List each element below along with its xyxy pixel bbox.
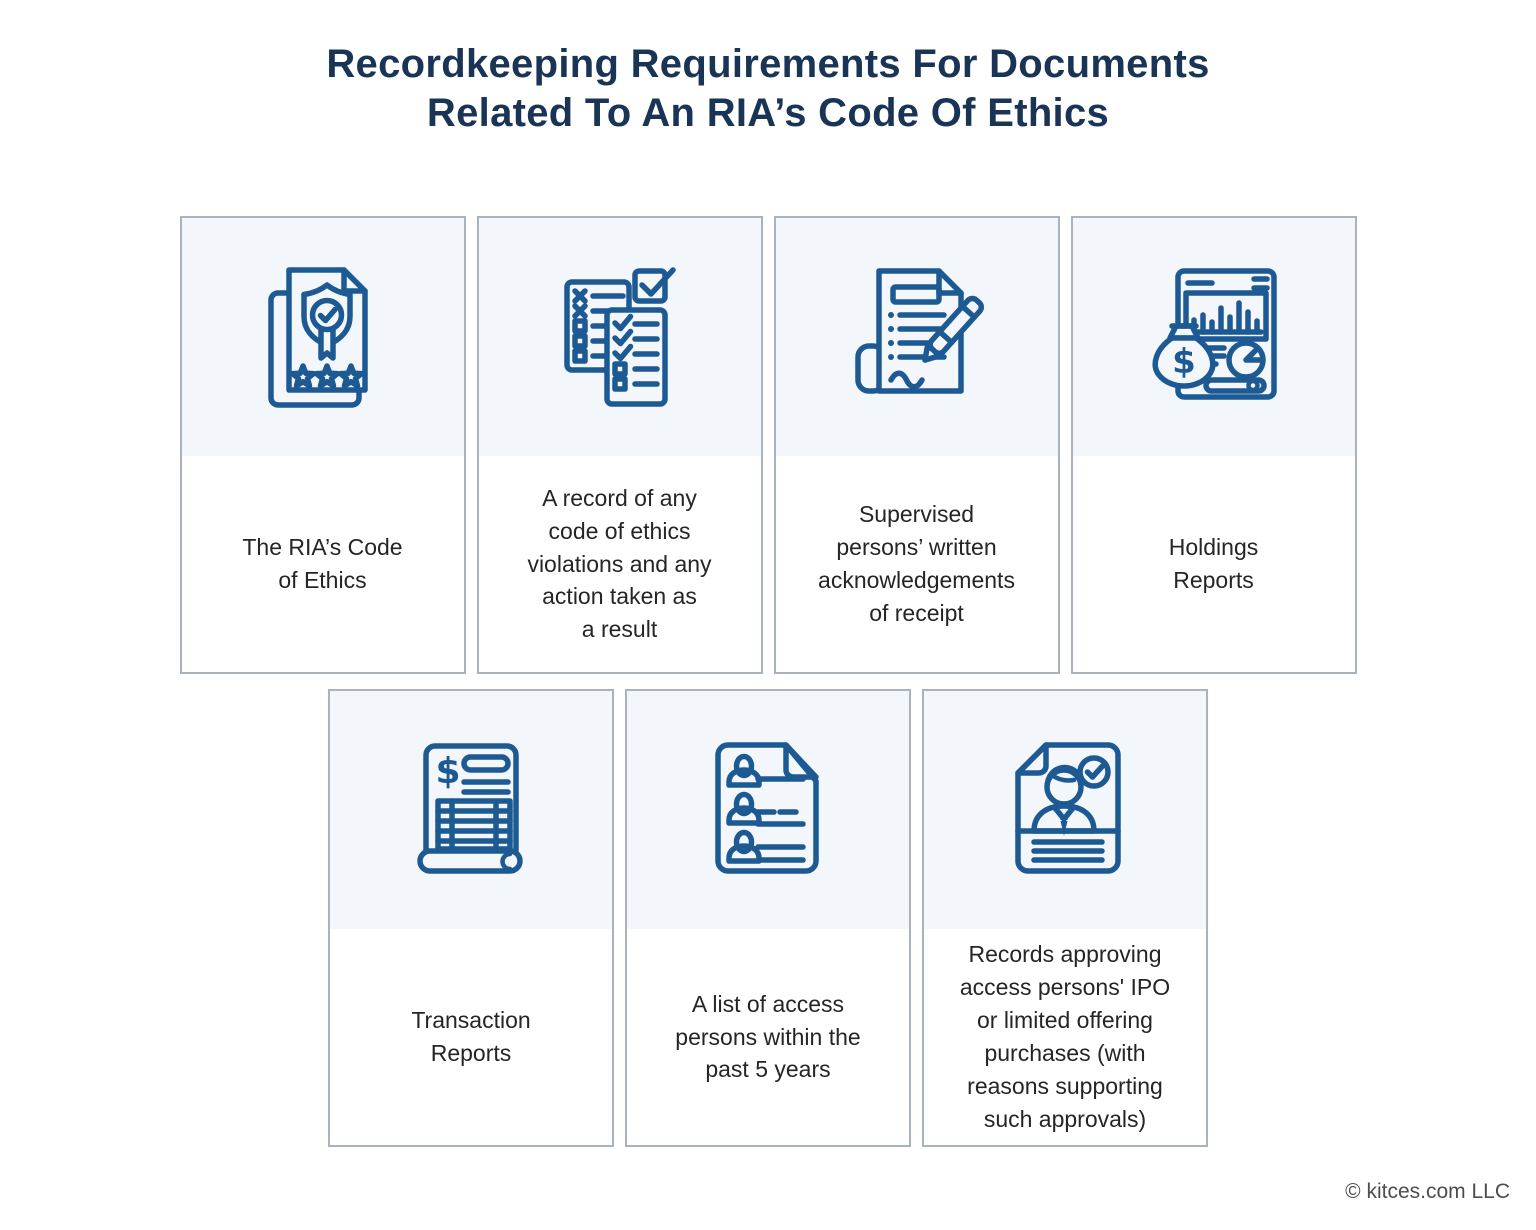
card-label: Records approving access persons' IPO or…	[959, 941, 1171, 1132]
copyright-notice: © kitces.com LLC	[1345, 1180, 1510, 1203]
signed-document-pen-icon	[775, 218, 1058, 456]
violations-checklist-icon	[478, 218, 761, 456]
card-label: Supervised persons’ written acknowledgem…	[818, 501, 1015, 626]
card-label: Transaction Reports	[411, 1007, 531, 1066]
access-persons-list-icon	[627, 691, 909, 929]
certificate-shield-icon	[181, 218, 464, 456]
card-violations-record: A record of any code of ethics violation…	[476, 216, 763, 674]
card-rias-code-of-ethics: The RIA’s Code of Ethics	[179, 216, 466, 674]
card-label: The RIA’s Code of Ethics	[242, 534, 403, 593]
card-label: A record of any code of ethics violation…	[527, 484, 712, 643]
svg-text:$: $	[1172, 342, 1196, 382]
card-label: A list of access persons within the past…	[675, 990, 861, 1083]
card-acknowledgements-of-receipt: Supervised persons’ written acknowledgem…	[773, 216, 1060, 674]
card-transaction-reports: $ Transaction Reports	[328, 689, 614, 1147]
cards-row-bottom: $ Transaction Reports	[0, 689, 1536, 1147]
card-label: Holdings Reports	[1168, 534, 1259, 593]
holdings-report-icon: $	[1072, 218, 1355, 456]
approved-person-record-icon	[924, 691, 1206, 929]
page-title: Recordkeeping Requirements For Documents…	[326, 42, 1210, 135]
card-ipo-approval-records: Records approving access persons' IPO or…	[922, 689, 1208, 1147]
transaction-receipt-icon: $	[330, 691, 612, 929]
card-holdings-reports: $ Holdings Reports	[1070, 216, 1357, 674]
card-access-persons-list: A list of access persons within the past…	[625, 689, 911, 1147]
cards-row-top: The RIA’s Code of Ethics	[0, 216, 1536, 674]
svg-text:$: $	[435, 751, 460, 792]
